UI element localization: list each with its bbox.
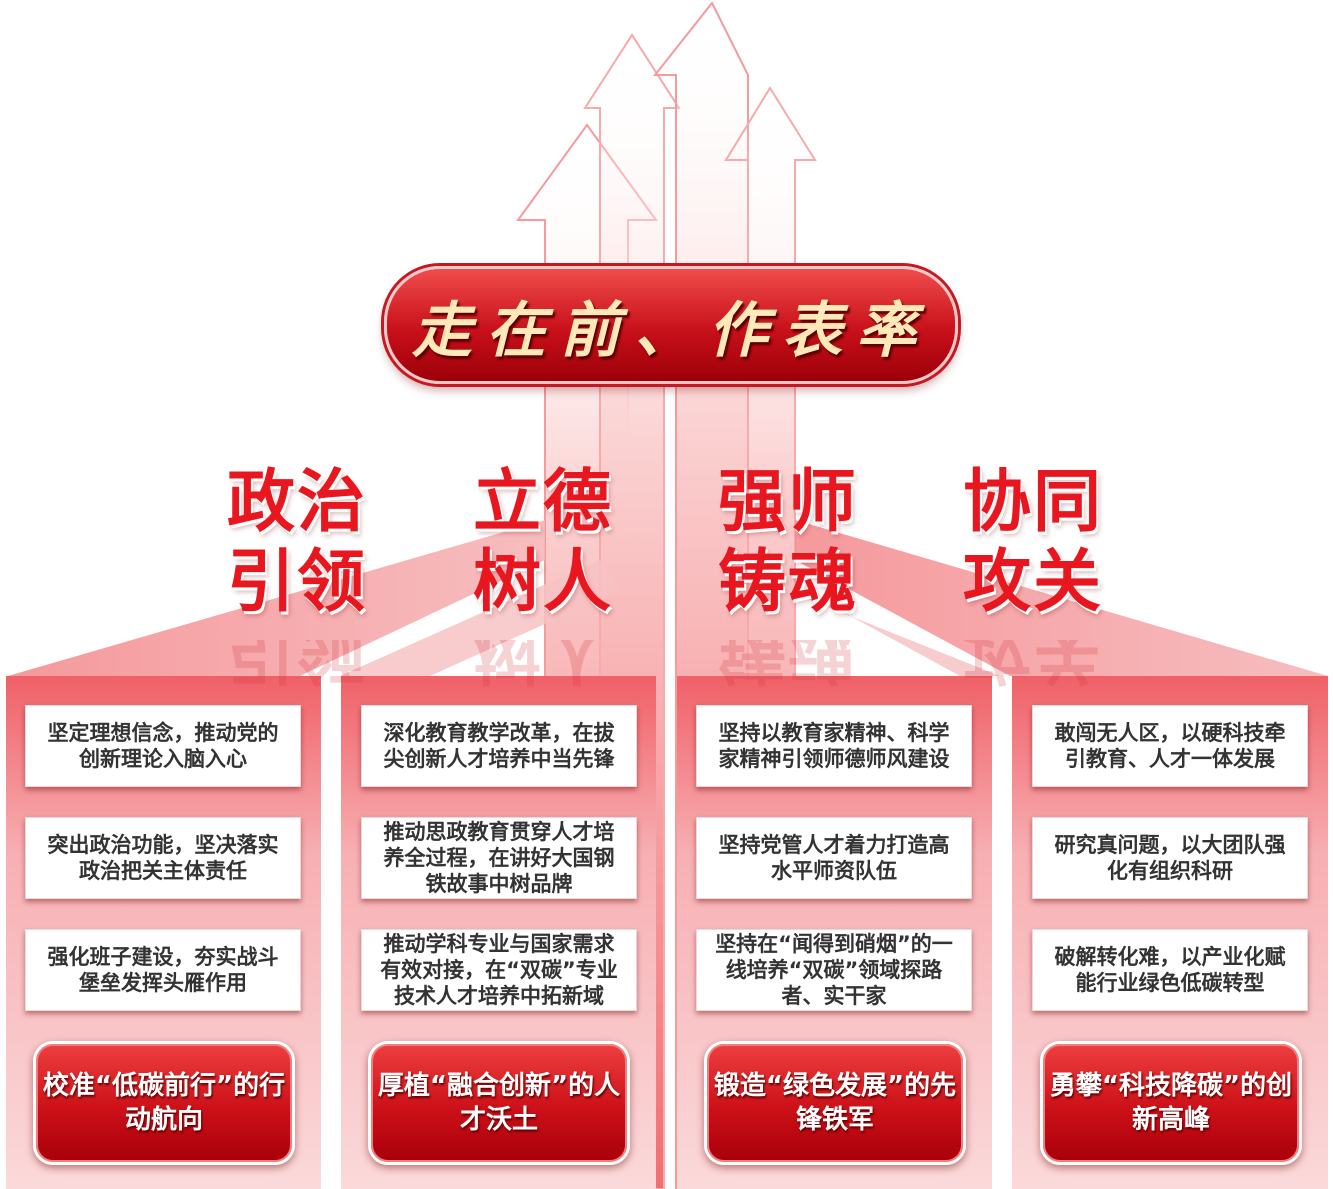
- column-2-title-reflection: 树人: [472, 640, 613, 690]
- fan-beam-midleft: [340, 560, 620, 676]
- column-1-item-1: 坚定理想信念，推动党的创新理论入脑入心: [25, 705, 301, 787]
- column-2-title: 立德 树人: [448, 463, 638, 623]
- column-3-title: 强师 铸魂: [693, 463, 883, 623]
- slogan-text: 走在前、作表率: [412, 295, 930, 366]
- column-3-title-line2: 铸魂: [717, 543, 858, 622]
- column-2-title-line1: 立德: [472, 463, 613, 542]
- column-4-title-reflection: 攻关: [962, 640, 1103, 690]
- column-1-title-line2: 引领: [226, 543, 367, 622]
- column-1-item-2: 突出政治功能，坚决落实政治把关主体责任: [25, 817, 301, 899]
- column-2-title-line2: 树人: [472, 543, 613, 622]
- column-4-title: 协同 攻关: [938, 463, 1128, 623]
- slogan-banner: 走在前、作表率: [384, 266, 958, 384]
- column-3-item-1: 坚持以教育家精神、科学家精神引领师德师风建设: [696, 705, 972, 787]
- column-3-item-3: 坚持在“闻得到硝烟”的一线培养“双碳”领域探路者、实干家: [696, 929, 972, 1011]
- column-3-goal: 锻造“绿色发展”的先锋铁军: [704, 1041, 966, 1165]
- column-4-title-line1: 协同: [962, 463, 1103, 542]
- fan-beam-right: [795, 520, 1328, 676]
- column-4-item-1: 敢闯无人区，以硬科技牵引教育、人才一体发展: [1032, 705, 1308, 787]
- column-1-item-3: 强化班子建设，夯实战斗堡垒发挥头雁作用: [25, 929, 301, 1011]
- column-1-title-line1: 政治: [226, 463, 367, 542]
- column-3-title-line1: 强师: [717, 463, 858, 542]
- column-4-goal: 勇攀“科技降碳”的创新高峰: [1040, 1041, 1302, 1165]
- column-1-title: 政治 引领: [202, 463, 392, 623]
- column-3-item-2: 坚持党管人才着力打造高水平师资队伍: [696, 817, 972, 899]
- column-4-title-line2: 攻关: [962, 543, 1103, 622]
- column-3-title-reflection: 铸魂: [717, 640, 858, 690]
- column-4-item-2: 研究真问题，以大团队强化有组织科研: [1032, 817, 1308, 899]
- column-1-title-reflection: 引领: [226, 640, 367, 690]
- fan-beam-left: [8, 520, 545, 676]
- column-1-goal: 校准“低碳前行”的行动航向: [33, 1041, 295, 1165]
- column-4-item-3: 破解转化难，以产业化赋能行业绿色低碳转型: [1032, 929, 1308, 1011]
- column-2-goal: 厚植“融合创新”的人才沃土: [368, 1041, 630, 1165]
- column-2-item-3: 推动学科专业与国家需求有效对接，在“双碳”专业技术人才培养中拓新域: [361, 929, 637, 1011]
- column-2-item-1: 深化教育教学改革，在拔尖创新人才培养中当先锋: [361, 705, 637, 787]
- column-2-item-2: 推动思政教育贯穿人才培养全过程，在讲好大国钢铁故事中树品牌: [361, 817, 637, 899]
